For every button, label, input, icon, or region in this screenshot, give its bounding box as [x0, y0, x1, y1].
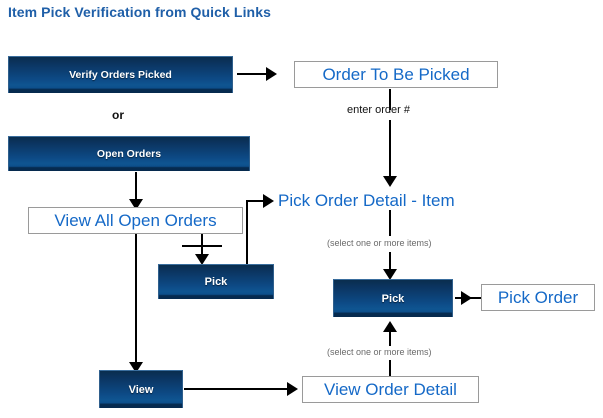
- connector-viewall-to-pick-stub: [201, 234, 203, 246]
- view-all-open-orders-link[interactable]: View All Open Orders: [28, 207, 243, 234]
- connector-pickleft-right: [246, 200, 268, 202]
- arrowhead-viewdetail-to-pickright: [383, 321, 397, 332]
- page-title: Item Pick Verification from Quick Links: [8, 4, 271, 20]
- pick-button-left-label: Pick: [204, 276, 228, 288]
- arrowhead-openorders-to-viewall: [129, 199, 143, 210]
- connector-viewdetail-to-pickright-lower: [389, 360, 391, 376]
- arrowhead-viewall-to-view: [129, 362, 143, 373]
- pick-button-right[interactable]: Pick: [333, 279, 453, 317]
- connector-viewdetail-to-pickright-upper: [389, 332, 391, 346]
- pick-button-right-label: Pick: [381, 292, 405, 305]
- connector-openorders-to-viewall: [135, 172, 137, 202]
- arrowhead-verify-to-order: [266, 67, 277, 81]
- order-to-be-picked-label: Order To Be Picked: [322, 64, 470, 84]
- arrowhead-order-to-pick-detail: [383, 176, 397, 187]
- arrowhead-to-pick-order-detail: [263, 194, 274, 208]
- pick-order-detail-item-link[interactable]: Pick Order Detail - Item: [278, 191, 455, 211]
- arrowhead-pickright-to-pickorder: [461, 291, 472, 305]
- order-to-be-picked-link[interactable]: Order To Be Picked: [294, 61, 498, 88]
- view-button[interactable]: View: [99, 370, 183, 408]
- connector-order-enter-lower: [389, 120, 391, 178]
- pick-button-left[interactable]: Pick: [158, 264, 274, 299]
- view-order-detail-link[interactable]: View Order Detail: [302, 376, 479, 403]
- connector-verify-to-order: [237, 73, 269, 75]
- select-items-note-top: (select one or more items): [327, 238, 432, 248]
- connector-viewall-to-pick-down: [201, 245, 203, 257]
- verify-orders-picked-button[interactable]: Verify Orders Picked: [8, 56, 233, 93]
- enter-order-number-label: enter order #: [347, 104, 410, 116]
- connector-order-enter-upper: [389, 89, 391, 110]
- view-all-open-orders-label: View All Open Orders: [54, 210, 217, 230]
- view-order-detail-label: View Order Detail: [324, 379, 457, 399]
- pick-order-label: Pick Order: [497, 287, 579, 307]
- view-button-label: View: [128, 383, 154, 396]
- verify-orders-picked-label: Verify Orders Picked: [69, 69, 172, 81]
- or-label: or: [112, 108, 124, 122]
- select-items-note-bottom: (select one or more items): [327, 347, 432, 357]
- connector-pickleft-up: [246, 201, 248, 265]
- connector-view-to-viewdetail: [184, 388, 294, 390]
- arrowhead-detail-to-pickright: [383, 269, 397, 280]
- connector-detail-to-pickright-lower: [389, 252, 391, 272]
- arrowhead-view-to-viewdetail: [287, 382, 298, 396]
- connector-viewall-to-view: [135, 234, 137, 367]
- open-orders-label: Open Orders: [96, 148, 162, 160]
- connector-detail-to-pickright-upper: [389, 210, 391, 236]
- pick-order-detail-item-label: Pick Order Detail - Item: [278, 191, 455, 210]
- pick-order-link[interactable]: Pick Order: [481, 284, 595, 311]
- arrowhead-viewall-to-pick: [195, 254, 209, 265]
- open-orders-button[interactable]: Open Orders: [8, 136, 250, 171]
